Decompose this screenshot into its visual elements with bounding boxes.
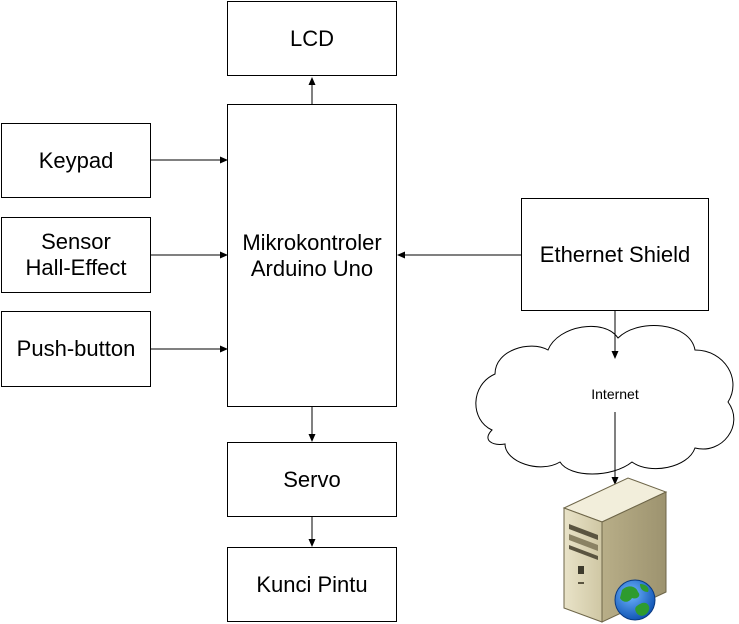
mikrokontroler-label: Mikrokontroler Arduino Uno xyxy=(242,229,382,281)
lcd-block: LCD xyxy=(227,1,397,76)
internet-label: Internet xyxy=(591,386,639,402)
keypad-label: Keypad xyxy=(38,147,114,173)
sensor-hall-effect-block: Sensor Hall-Effect xyxy=(1,217,151,293)
internet-cloud xyxy=(475,325,735,475)
keypad-block: Keypad xyxy=(1,123,151,198)
push-button-block: Push-button xyxy=(1,311,151,387)
ethernet-shield-label: Ethernet Shield xyxy=(539,241,691,267)
kunci-pintu-block: Kunci Pintu xyxy=(227,547,397,622)
globe-icon xyxy=(614,579,656,621)
mikrokontroler-block: Mikrokontroler Arduino Uno xyxy=(227,104,397,407)
ethernet-shield-block: Ethernet Shield xyxy=(521,198,709,311)
push-button-label: Push-button xyxy=(16,336,136,361)
sensor-hall-effect-label: Sensor Hall-Effect xyxy=(25,229,127,280)
servo-label: Servo xyxy=(283,466,341,492)
lcd-label: LCD xyxy=(289,25,334,51)
kunci-pintu-label: Kunci Pintu xyxy=(256,571,368,597)
servo-block: Servo xyxy=(227,442,397,517)
